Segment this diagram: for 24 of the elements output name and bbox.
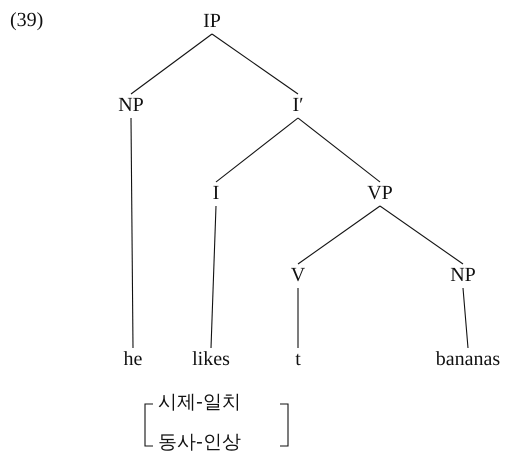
tree-node-label: V — [290, 264, 306, 286]
tree-node-label: bananas — [436, 348, 500, 370]
tree-branch — [210, 206, 217, 348]
tree-node-label: IP — [203, 10, 221, 32]
tree-branch — [130, 34, 212, 94]
feature-label: 동사-인상 — [158, 430, 241, 454]
tree-branch — [216, 118, 298, 182]
example-number: (39) — [10, 8, 44, 32]
tree-branch — [380, 206, 464, 264]
feature-label: 시제-일치 — [158, 390, 241, 414]
tree-node-label: NP — [118, 94, 144, 116]
tree-node-label: VP — [367, 182, 393, 204]
tree-branch — [130, 118, 134, 348]
tree-branch — [298, 118, 380, 182]
tree-branch — [297, 288, 299, 348]
tree-node-label: I — [212, 182, 220, 204]
tree-node-label: likes — [192, 348, 230, 370]
tree-branch — [298, 206, 380, 264]
tree-node-label: t — [295, 348, 301, 370]
tree-branch — [212, 34, 298, 94]
tree-node-label: NP — [450, 264, 476, 286]
tree-branch — [462, 288, 469, 348]
tree-node-label: I′ — [292, 94, 304, 116]
tree-node-label: he — [124, 348, 142, 370]
